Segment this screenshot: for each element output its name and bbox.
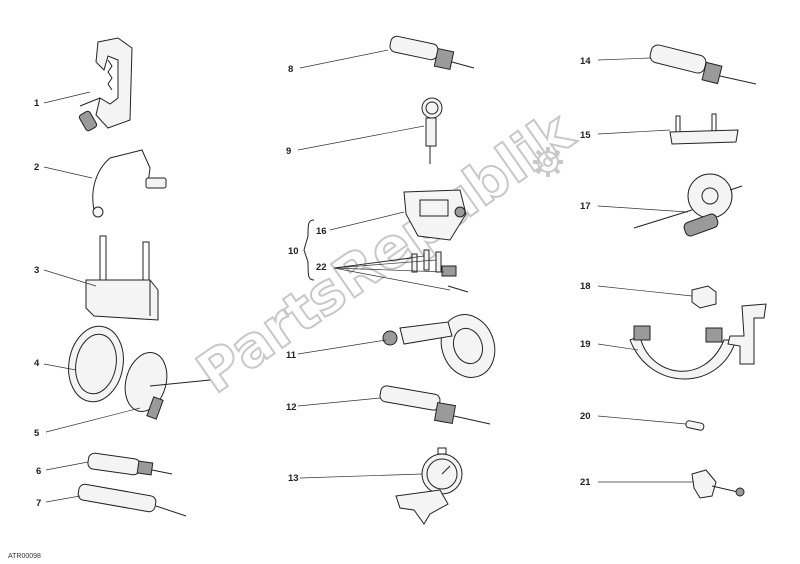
tool-4-degree-wheel [43, 325, 124, 403]
callout-12: 12 [286, 402, 297, 413]
tool-18-nut [597, 285, 717, 309]
tool-9-dial-gauge [297, 97, 443, 164]
callout-14: 14 [580, 56, 591, 67]
callout-9: 9 [286, 146, 291, 157]
callout-10: 10 [288, 246, 299, 257]
callout-15: 15 [580, 130, 591, 141]
callout-18: 18 [580, 281, 591, 292]
tool-8-insertion [299, 35, 475, 71]
tool-13-dial-stand [299, 447, 463, 525]
tool-5-pointer [45, 352, 211, 433]
callout-11: 11 [286, 350, 297, 361]
callout-bracket [303, 219, 315, 281]
callout-4: 4 [34, 358, 40, 369]
callout-17: 17 [580, 201, 591, 212]
tool-17-flywheel-puller [597, 173, 743, 237]
callout-1: 1 [34, 98, 40, 109]
tool-20-pin [597, 415, 705, 431]
callout-16: 16 [316, 226, 327, 237]
tool-19-yoke [597, 303, 767, 380]
tool-21-bolt-bracket [598, 469, 745, 499]
callout-8: 8 [288, 64, 293, 75]
tool-3-plate [43, 235, 159, 321]
watermark-gear-icon [533, 147, 563, 177]
callout-7: 7 [36, 498, 41, 509]
callout-3: 3 [34, 265, 39, 276]
callout-21: 21 [580, 477, 591, 488]
drawing-code: ATR00098 [8, 553, 41, 560]
callout-5: 5 [34, 428, 40, 439]
callout-13: 13 [288, 473, 299, 484]
callout-2: 2 [34, 162, 39, 173]
watermark: PartsRepublik [185, 98, 588, 408]
callout-22: 22 [316, 262, 327, 273]
tool-12-drift [297, 385, 491, 425]
tool-15-bracket [597, 113, 739, 145]
tool-11-ring-wrench [297, 314, 496, 378]
tool-6-drift [45, 452, 173, 476]
tool-14-puller [597, 44, 757, 85]
callout-19: 19 [580, 339, 591, 350]
tool-7-punch [45, 483, 187, 517]
tool-2-hook-wrench [43, 149, 167, 218]
tool-16-cover-tool [329, 189, 467, 241]
callout-20: 20 [580, 411, 591, 422]
tool-22-pins [333, 249, 469, 293]
watermark-text: PartsRepublik [186, 99, 587, 407]
tool-1-clamp [43, 37, 133, 132]
callout-6: 6 [36, 466, 41, 477]
